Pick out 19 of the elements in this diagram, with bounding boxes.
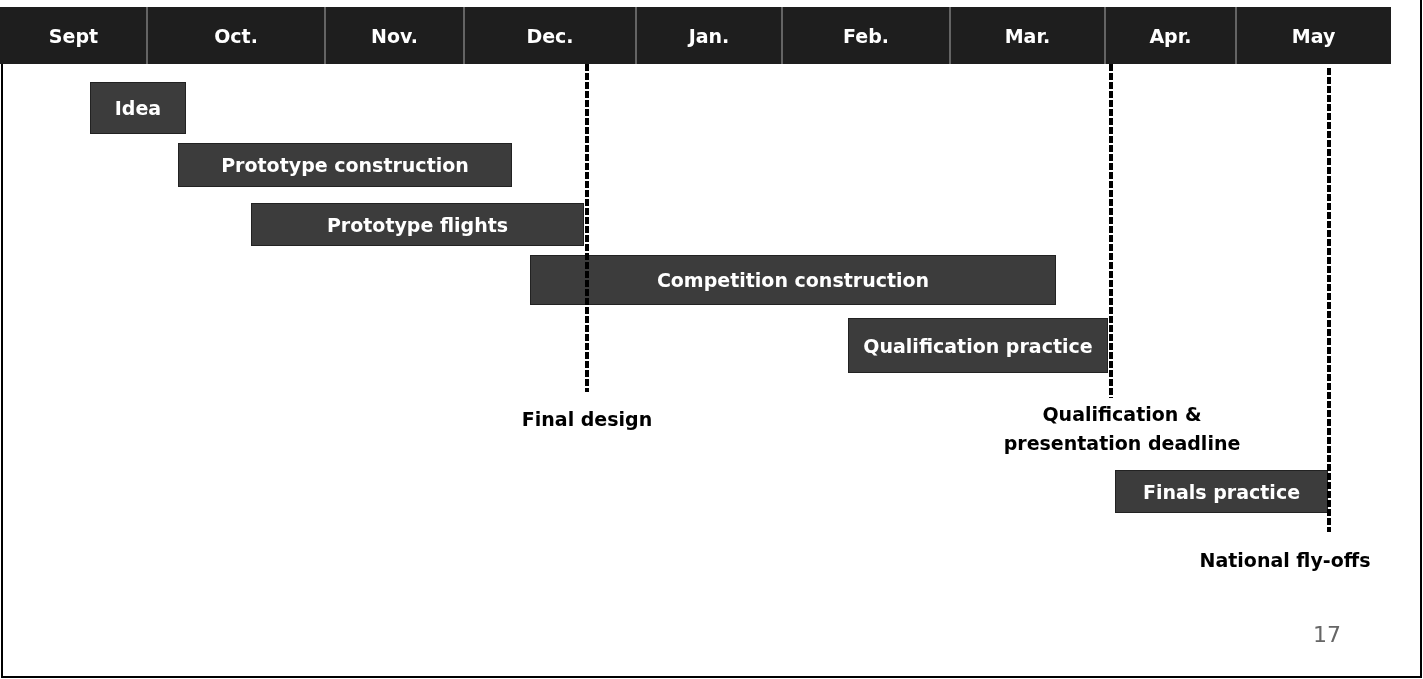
month-label: Sept xyxy=(48,23,99,49)
month-label: Mar. xyxy=(1004,23,1051,49)
task-bar: Idea xyxy=(90,82,186,134)
task-bar: Prototype construction xyxy=(178,143,512,187)
task-bar: Finals practice xyxy=(1115,470,1328,513)
month-label: Jan. xyxy=(688,23,730,49)
milestone-label: Final design xyxy=(520,407,654,432)
month-label: Oct. xyxy=(214,23,258,49)
task-bar: Competition construction xyxy=(530,255,1056,305)
month-label: Nov. xyxy=(371,23,418,49)
month-label: Dec. xyxy=(526,23,574,49)
page-number: 17 xyxy=(1312,621,1342,649)
milestone-label: Qualification & presentation deadline xyxy=(1002,402,1242,456)
month-label: Feb. xyxy=(843,23,889,49)
task-bar: Prototype flights xyxy=(251,203,584,246)
month-label: May xyxy=(1291,23,1336,49)
task-bar: Qualification practice xyxy=(848,318,1108,373)
milestone-label: National fly-offs xyxy=(1198,548,1372,573)
month-label: Apr. xyxy=(1149,23,1192,49)
